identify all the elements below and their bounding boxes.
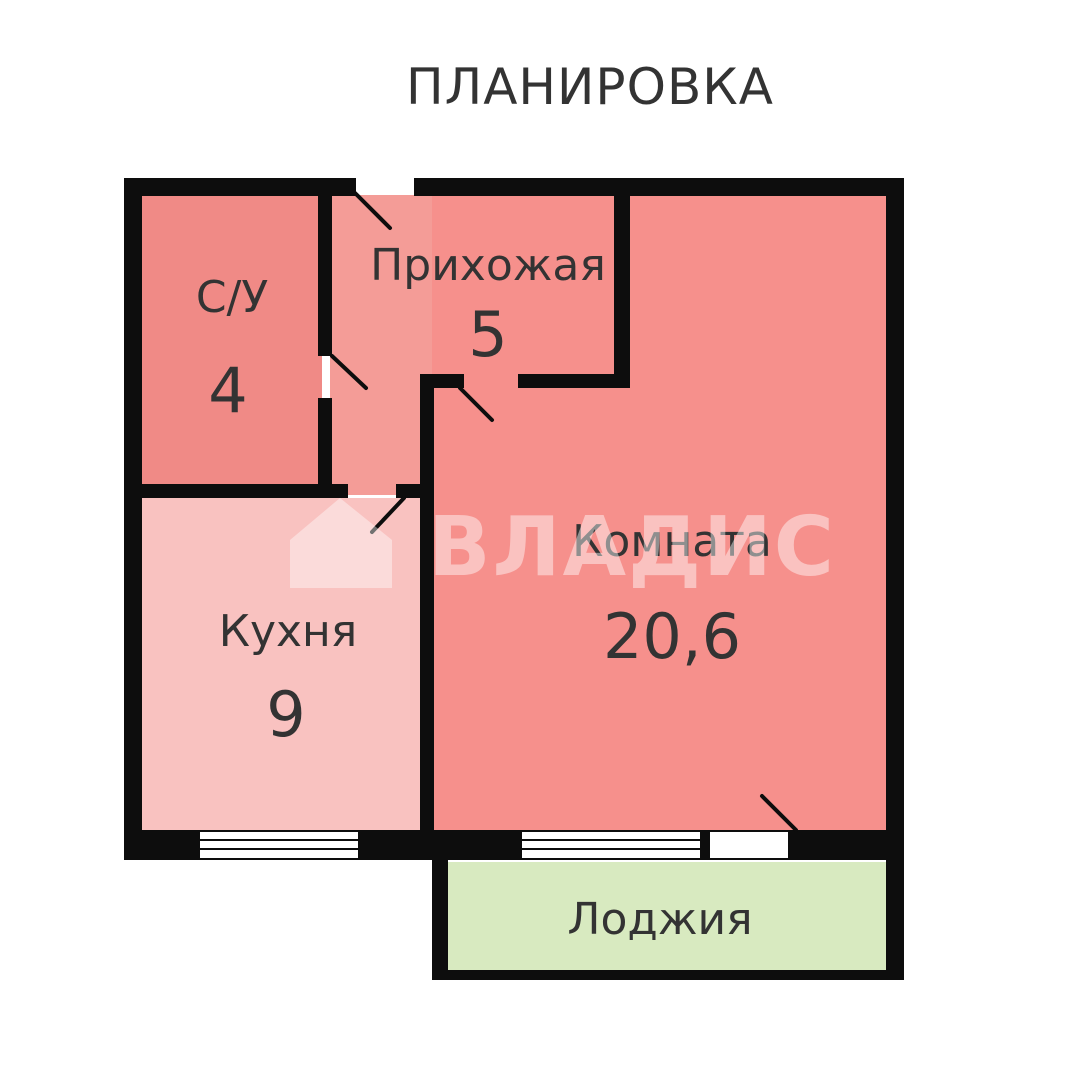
room-door-swing (458, 386, 494, 422)
room-name: Комната (572, 516, 772, 567)
kitchen-window (200, 832, 358, 858)
entrance-door-swing (352, 190, 392, 230)
room-area: 20,6 (603, 600, 741, 673)
balcony-door (710, 832, 788, 858)
bathroom-door-swing (330, 354, 368, 390)
loggia-floor (448, 862, 888, 970)
kitchen-door-swing (370, 496, 406, 534)
kitchen-floor (140, 498, 422, 830)
loggia-door-swing (760, 794, 798, 832)
hallway-name: Прихожая (370, 240, 606, 291)
room-alcove-floor (615, 195, 888, 380)
windows (200, 832, 788, 858)
watermark-text: ВЛАДИС (428, 500, 836, 595)
room-window (522, 832, 700, 858)
hallway-passage-floor (330, 370, 422, 495)
bathroom-floor (140, 195, 322, 490)
door-swings (330, 190, 798, 832)
watermark-logo-icon (290, 498, 392, 588)
page-title: ПЛАНИРОВКА (406, 58, 774, 116)
kitchen-name: Кухня (219, 606, 358, 657)
bathroom-area: 4 (208, 354, 247, 427)
loggia-name: Лоджия (567, 894, 752, 945)
hallway-area: 5 (468, 298, 507, 371)
kitchen-area: 9 (266, 678, 305, 751)
bathroom-name: С/У (196, 272, 269, 323)
